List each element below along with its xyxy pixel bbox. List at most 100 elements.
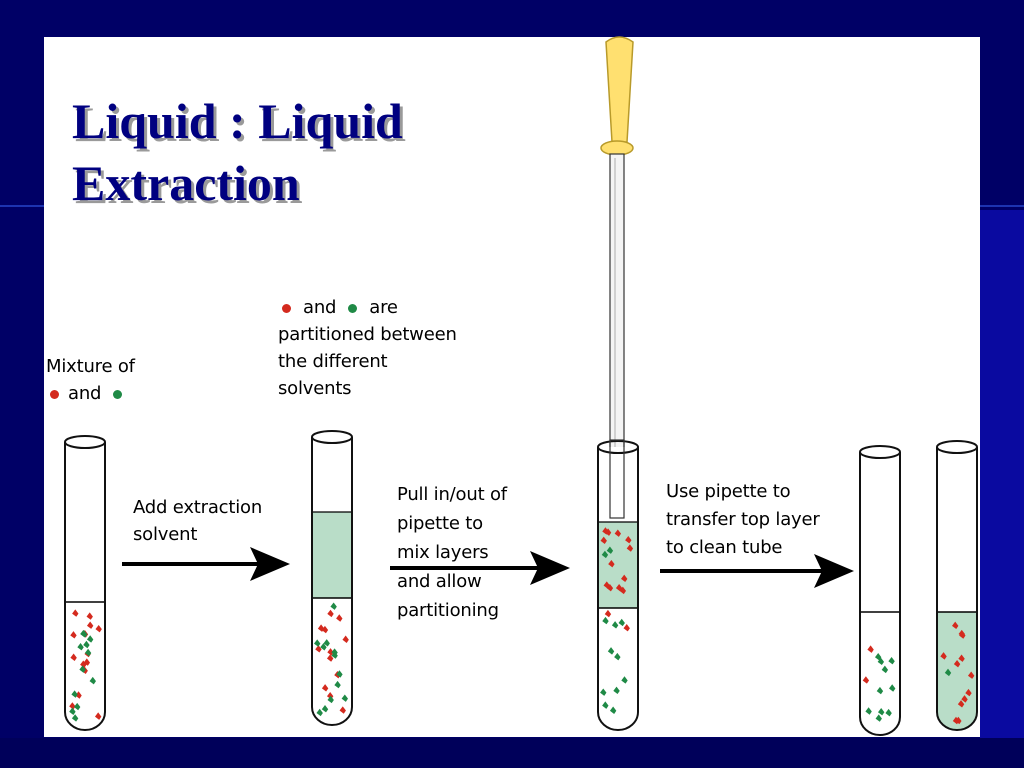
green-particle-icon	[320, 643, 327, 651]
red-particle-icon	[626, 544, 634, 552]
green-particle-icon	[614, 652, 621, 661]
green-particle-icon	[877, 657, 885, 666]
green-particle-icon	[888, 657, 895, 665]
partition-line-3: the different	[278, 351, 388, 372]
green-particle-icon	[881, 665, 889, 674]
green-particle-icon	[611, 621, 619, 629]
red-particle-icon	[965, 688, 972, 697]
red-particle-icon	[315, 645, 322, 653]
green-particle-icon	[613, 686, 620, 695]
green-particle-icon	[600, 688, 607, 696]
red-particle-icon	[327, 648, 334, 656]
green-particle-icon	[876, 686, 884, 695]
partition-line-4: solvents	[278, 378, 352, 399]
red-particle-icon	[606, 583, 614, 592]
red-particle-icon	[83, 658, 91, 666]
green-particle-icon	[80, 630, 88, 638]
green-particle-icon	[83, 640, 90, 649]
step-3-label: Use pipette to transfer top layer to cle…	[666, 481, 820, 558]
green-particle-icon	[71, 690, 78, 698]
red-particle-icon	[86, 621, 94, 629]
slide-title: Liquid : Liquid Extraction	[72, 90, 403, 214]
mixture-label-line-1: Mixture of	[46, 356, 135, 377]
title-line-2: Extraction	[72, 155, 300, 211]
red-particle-icon	[623, 624, 630, 632]
green-particle-icon	[601, 550, 609, 559]
green-particle-icon	[607, 647, 615, 655]
green-particle-icon	[331, 651, 338, 659]
red-particle-icon	[958, 654, 965, 662]
arrow-right-icon	[122, 547, 290, 581]
green-particle-icon	[84, 648, 92, 657]
red-particle-icon	[940, 652, 947, 660]
green-particle-icon	[69, 707, 76, 715]
green-particle-icon	[865, 707, 872, 715]
red-particle-icon	[70, 653, 77, 661]
red-particle-icon	[614, 529, 622, 537]
step-2-label: Pull in/out of pipette to mix layers and…	[397, 484, 507, 621]
green-particle-icon	[316, 708, 323, 717]
red-particle-icon	[282, 303, 291, 313]
green-particle-icon	[341, 694, 349, 702]
green-particle-icon	[79, 665, 86, 673]
test-tube-2	[311, 430, 353, 726]
red-particle-icon	[339, 706, 346, 714]
red-particle-icon	[608, 559, 615, 568]
red-particle-icon	[615, 583, 623, 592]
red-particle-icon	[625, 535, 632, 544]
partition-line-2: partitioned between	[278, 324, 457, 345]
red-particle-icon	[602, 527, 609, 535]
arrow-right-icon	[660, 554, 854, 588]
red-particle-icon	[321, 684, 329, 692]
green-particle-icon	[336, 670, 343, 678]
green-particle-icon	[330, 602, 337, 610]
green-particle-icon	[327, 695, 334, 704]
green-particle-icon	[875, 714, 882, 722]
green-particle-icon	[602, 701, 609, 709]
mixture-and: and	[68, 383, 102, 404]
red-particle-icon	[967, 671, 975, 679]
green-particle-icon	[89, 676, 96, 685]
test-tube-4	[859, 445, 901, 736]
red-particle-icon	[961, 695, 968, 703]
green-particle-icon	[606, 546, 614, 554]
red-particle-icon	[619, 586, 627, 595]
solvent-layer	[598, 522, 638, 608]
red-particle-icon	[95, 624, 102, 633]
partition-are: are	[369, 297, 398, 318]
red-particle-icon	[952, 621, 959, 630]
red-particle-icon	[70, 631, 77, 639]
green-particle-icon	[888, 684, 896, 692]
green-particle-icon	[609, 706, 617, 714]
red-particle-icon	[69, 702, 76, 710]
test-tube-1	[64, 435, 106, 731]
green-particle-icon	[77, 643, 84, 651]
red-particle-icon	[326, 654, 334, 662]
green-particle-icon	[113, 389, 123, 399]
solvent-layer	[312, 512, 352, 598]
step-1-label: Add extraction solvent	[133, 497, 263, 545]
pipette-icon	[600, 36, 634, 519]
red-particle-icon	[952, 716, 960, 725]
green-particle-icon	[348, 303, 358, 313]
red-particle-icon	[72, 609, 79, 617]
green-particle-icon	[86, 635, 94, 643]
green-particle-icon	[621, 676, 628, 684]
red-particle-icon	[336, 614, 343, 622]
red-particle-icon	[957, 700, 965, 708]
red-particle-icon	[953, 659, 961, 668]
red-particle-icon	[621, 574, 628, 583]
red-particle-icon	[80, 660, 87, 668]
green-particle-icon	[73, 702, 81, 711]
green-particle-icon	[944, 668, 952, 677]
green-particle-icon	[323, 639, 330, 647]
green-particle-icon	[321, 705, 329, 713]
red-particle-icon	[327, 609, 334, 618]
green-particle-icon	[877, 708, 885, 716]
green-particle-icon	[885, 708, 892, 717]
title-line-1: Liquid : Liquid	[72, 93, 403, 149]
partition-and: and	[303, 297, 337, 318]
solvent-layer	[937, 612, 977, 730]
red-particle-icon	[86, 612, 93, 620]
